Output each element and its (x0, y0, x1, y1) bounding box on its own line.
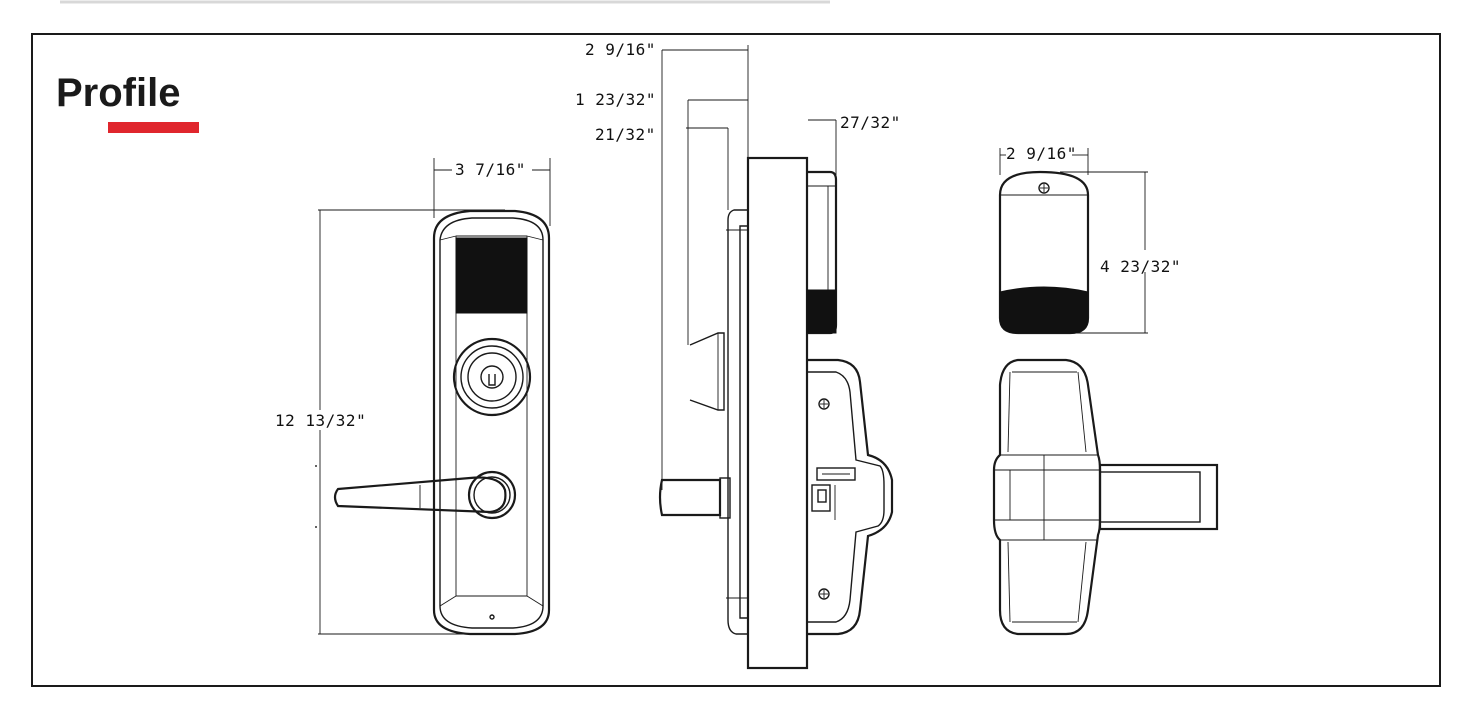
card-reader-window (455, 237, 528, 314)
front-view: 3 7/16" 12 13/32" (275, 158, 551, 636)
side-view: 2 9/16" 1 23/32" 21/32" 27/32" (575, 40, 901, 670)
side-depth-total-dimension: 2 9/16" (585, 40, 656, 59)
front-height-dimension: 12 13/32" (275, 411, 366, 430)
side-depth-inner-dimension: 21/32" (595, 125, 656, 144)
drawing-border (31, 33, 1441, 687)
page-title: Profile (56, 71, 180, 115)
reader-height-dimension: 4 23/32" (1100, 257, 1181, 276)
side-depth-mid-dimension: 1 23/32" (575, 90, 656, 109)
reader-width-dimension: 2 9/16" (1006, 144, 1077, 163)
front-width-dimension: 3 7/16" (455, 160, 526, 179)
title-underline-accent (108, 122, 199, 133)
trim-handle-view (992, 358, 1219, 636)
reader-module-view: 2 9/16" 4 23/32" (998, 144, 1181, 335)
side-back-depth-dimension: 27/32" (840, 113, 901, 132)
lever-handle (333, 476, 507, 514)
door-section (746, 156, 809, 670)
key-cylinder (480, 365, 504, 389)
